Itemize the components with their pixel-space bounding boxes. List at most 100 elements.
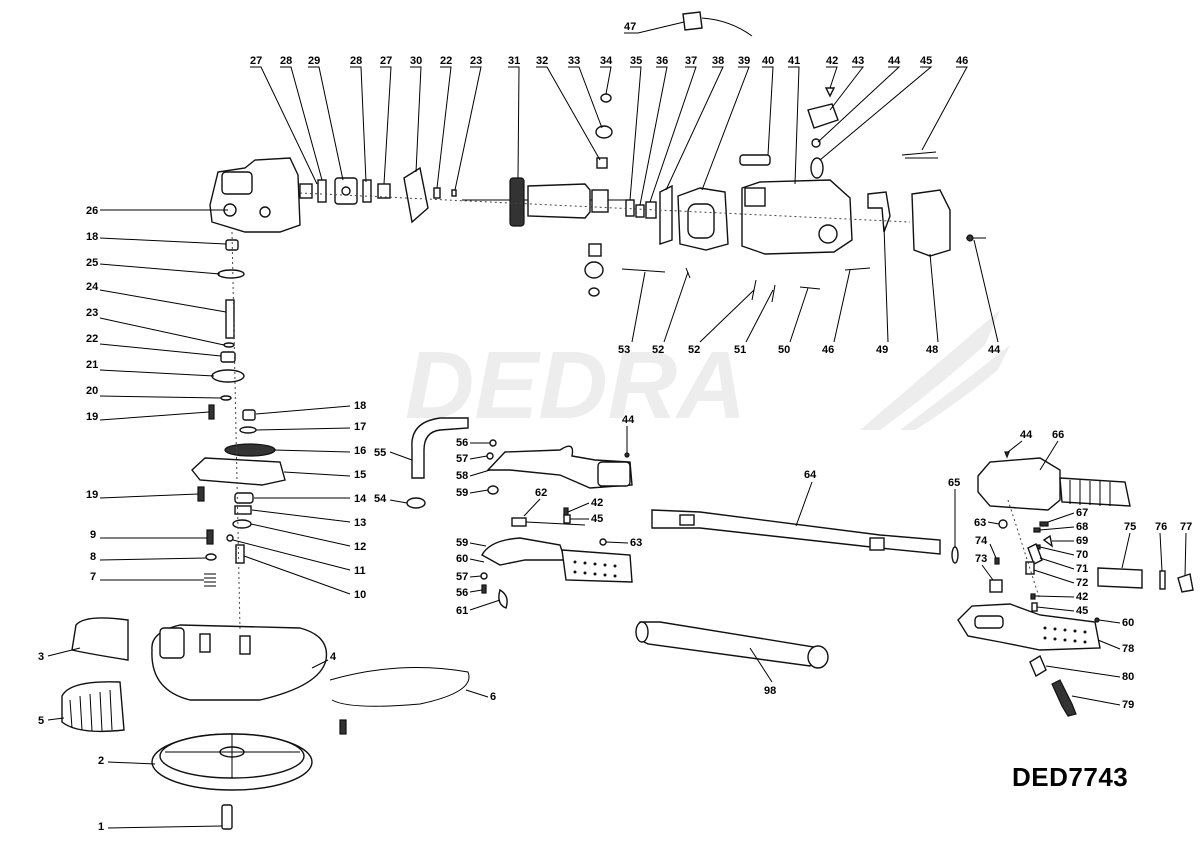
callout-6: 6 — [465, 689, 496, 703]
callout-57b: 57 — [456, 571, 482, 583]
callout-10: 10 — [243, 555, 366, 601]
svg-text:98: 98 — [764, 685, 776, 697]
svg-text:69: 69 — [1076, 535, 1088, 547]
svg-text:14: 14 — [354, 493, 367, 505]
svg-text:8: 8 — [90, 551, 96, 563]
callout-2: 2 — [98, 755, 156, 767]
callout-23b: 23 — [86, 307, 225, 346]
callout-58: 58 — [456, 469, 491, 482]
svg-text:62: 62 — [535, 487, 547, 499]
svg-text:56: 56 — [456, 437, 468, 449]
callout-80: 80 — [1045, 665, 1134, 683]
callout-42c: 42 — [1034, 591, 1088, 603]
callout-42b: 42 — [567, 497, 603, 513]
callout-44c: 44 — [973, 239, 1001, 356]
svg-text:37: 37 — [685, 55, 697, 67]
callout-16: 16 — [273, 445, 366, 457]
callout-62: 62 — [523, 487, 547, 517]
callout-32: 32 — [536, 55, 601, 161]
callout-46b: 46 — [822, 269, 851, 356]
callout-53: 53 — [618, 271, 646, 356]
svg-text:50: 50 — [778, 344, 790, 356]
callout-5: 5 — [38, 715, 65, 727]
svg-text:45: 45 — [591, 513, 603, 525]
callout-68: 68 — [1039, 521, 1088, 533]
svg-text:4: 4 — [330, 651, 337, 663]
callout-60b: 60 — [1098, 617, 1134, 629]
callout-44b: 44 — [622, 414, 635, 453]
svg-text:19: 19 — [86, 411, 98, 423]
svg-text:19: 19 — [86, 489, 98, 501]
svg-text:59: 59 — [456, 537, 468, 549]
svg-text:40: 40 — [762, 55, 774, 67]
callout-66: 66 — [1039, 429, 1064, 471]
svg-text:71: 71 — [1076, 563, 1088, 575]
svg-text:51: 51 — [734, 344, 746, 356]
svg-text:29: 29 — [308, 55, 320, 67]
svg-text:78: 78 — [1122, 643, 1134, 655]
svg-text:42: 42 — [1076, 591, 1088, 603]
svg-text:12: 12 — [354, 541, 366, 553]
callout-45a: 45 — [819, 55, 933, 161]
svg-text:10: 10 — [354, 589, 366, 601]
callout-59a: 59 — [456, 487, 489, 499]
svg-text:46: 46 — [822, 344, 834, 356]
callout-63a: 63 — [605, 537, 642, 549]
svg-text:9: 9 — [90, 529, 96, 541]
svg-text:65: 65 — [948, 477, 960, 489]
callout-8: 8 — [90, 551, 207, 563]
svg-text:57: 57 — [456, 571, 468, 583]
svg-text:22: 22 — [86, 333, 98, 345]
svg-text:77: 77 — [1180, 521, 1192, 533]
svg-text:17: 17 — [354, 421, 366, 433]
svg-text:67: 67 — [1076, 507, 1088, 519]
svg-text:28: 28 — [350, 55, 362, 67]
svg-text:27: 27 — [380, 55, 392, 67]
callout-25: 25 — [86, 257, 221, 275]
callout-22a: 22 — [436, 55, 452, 189]
svg-text:79: 79 — [1122, 699, 1134, 711]
callout-52b: 52 — [688, 289, 755, 356]
callout-23a: 23 — [454, 55, 482, 191]
svg-text:20: 20 — [86, 385, 98, 397]
svg-text:57: 57 — [456, 453, 468, 465]
svg-text:45: 45 — [1076, 605, 1088, 617]
svg-text:6: 6 — [490, 691, 496, 703]
callout-19a: 19 — [86, 411, 210, 423]
callout-35: 35 — [629, 55, 642, 201]
svg-text:16: 16 — [354, 445, 366, 457]
callout-36: 36 — [639, 55, 668, 206]
svg-text:42: 42 — [591, 497, 603, 509]
callout-48: 48 — [926, 253, 939, 356]
svg-text:63: 63 — [630, 537, 642, 549]
callout-59b: 59 — [456, 537, 487, 549]
svg-text:70: 70 — [1076, 549, 1088, 561]
callout-55: 55 — [374, 447, 413, 461]
svg-text:58: 58 — [456, 470, 468, 482]
callout-3: 3 — [38, 647, 81, 663]
callout-15: 15 — [283, 469, 366, 481]
callout-49: 49 — [876, 225, 889, 356]
svg-text:45: 45 — [920, 55, 932, 67]
callout-51: 51 — [734, 289, 774, 356]
callout-56b: 56 — [456, 587, 483, 599]
svg-text:31: 31 — [508, 55, 520, 67]
svg-text:36: 36 — [656, 55, 668, 67]
callout-70: 70 — [1039, 546, 1088, 561]
callout-7: 7 — [90, 571, 204, 583]
svg-text:34: 34 — [600, 55, 613, 67]
callout-46a: 46 — [921, 55, 968, 151]
svg-text:54: 54 — [374, 493, 387, 505]
svg-text:53: 53 — [618, 344, 630, 356]
svg-text:59: 59 — [456, 487, 468, 499]
callout-50: 50 — [778, 287, 809, 356]
svg-text:23: 23 — [86, 307, 98, 319]
svg-text:76: 76 — [1155, 521, 1167, 533]
callout-75: 75 — [1121, 521, 1136, 569]
callout-1: 1 — [98, 821, 223, 833]
callout-60a: 60 — [456, 553, 485, 565]
callout-34: 34 — [600, 55, 613, 95]
callout-73: 73 — [975, 553, 994, 581]
svg-text:21: 21 — [86, 359, 98, 371]
